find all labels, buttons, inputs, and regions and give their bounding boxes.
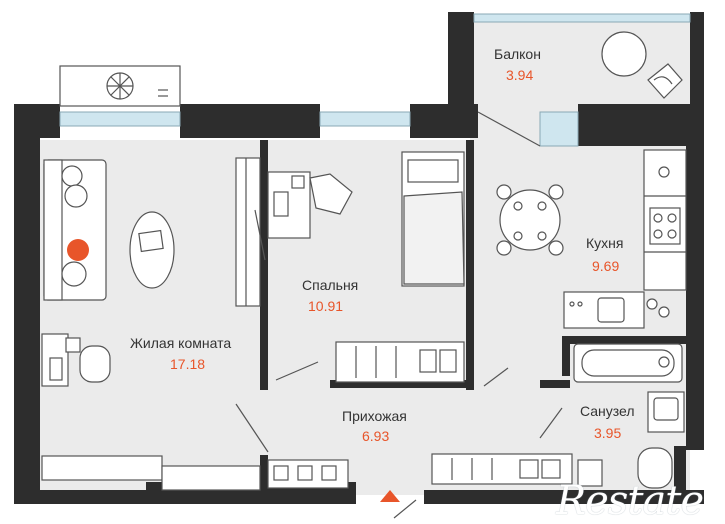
walls bbox=[14, 12, 704, 504]
kitchen-label: Кухня bbox=[586, 235, 624, 251]
bedroom-furniture bbox=[267, 151, 465, 383]
hallway-label: Прихожая bbox=[342, 408, 407, 424]
bathroom-area: 3.95 bbox=[594, 425, 622, 441]
kitchen-furniture bbox=[496, 149, 687, 329]
balcony-area: 3.94 bbox=[506, 67, 534, 83]
ac-unit bbox=[59, 65, 181, 107]
restate-logo: Restate bbox=[556, 478, 704, 524]
cat-cushion bbox=[67, 239, 89, 261]
balcony-label: Балкон bbox=[494, 46, 541, 62]
hallway-furniture bbox=[235, 367, 573, 519]
living-furniture bbox=[41, 157, 266, 491]
bedroom-area: 10.91 bbox=[308, 298, 344, 314]
living-room-label: Жилая комната bbox=[130, 335, 232, 351]
living-room-area: 17.18 bbox=[170, 356, 206, 372]
bathroom-furniture bbox=[573, 343, 685, 489]
balcony-furniture bbox=[477, 31, 683, 147]
windows bbox=[59, 13, 691, 147]
bedroom-label: Спальня bbox=[302, 277, 359, 293]
kitchen-area: 9.69 bbox=[592, 258, 620, 274]
entrance-marker bbox=[380, 490, 400, 502]
hallway-area: 6.93 bbox=[362, 428, 390, 444]
bathroom-label: Санузел bbox=[580, 403, 635, 419]
